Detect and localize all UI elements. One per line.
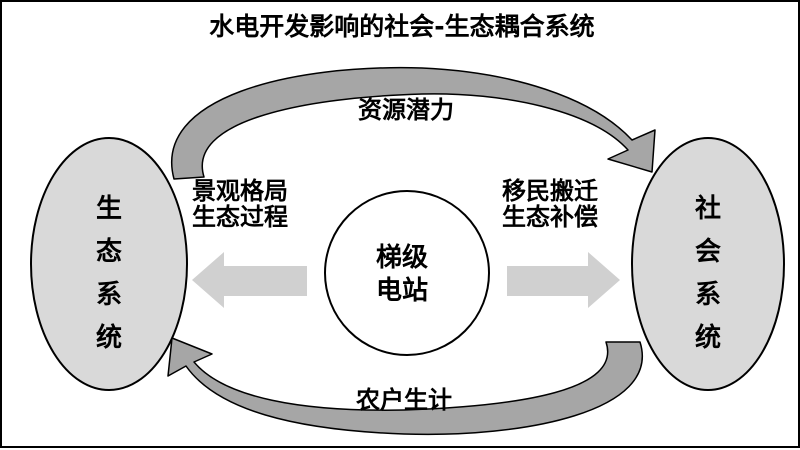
farmer-livelihood-label: 农户生计 [356,386,452,414]
ecosystem-node [30,137,188,391]
diagram-title: 水电开发影响的社会-生态耦合系统 [209,12,595,41]
hydropower-station-node [324,190,490,356]
resettlement-text: 移民搬迁 [502,177,598,205]
ecological-process-text: 生态过程 [192,203,288,232]
social-system-node [631,137,785,391]
ecosystem-label: 生态系统 [95,194,122,353]
left-block-arrow [192,252,307,308]
top-curved-arrow [171,66,656,180]
ecological-compensation-text: 生态补偿 [502,203,598,232]
landscape-pattern-text: 景观格局 [192,177,288,205]
bottom-curved-arrow [167,337,643,436]
resource-potential-label: 资源潜力 [358,96,454,124]
left-impacts-label: 景观格局 生态过程 [192,178,288,231]
cascade-text: 梯级 [376,243,429,273]
right-block-arrow [507,252,620,308]
right-impacts-label: 移民搬迁 生态补偿 [502,178,598,231]
social-system-label: 社会系统 [694,194,721,353]
hydropower-station-label: 梯级 电站 [376,242,428,307]
station-text: 电站 [376,275,429,306]
